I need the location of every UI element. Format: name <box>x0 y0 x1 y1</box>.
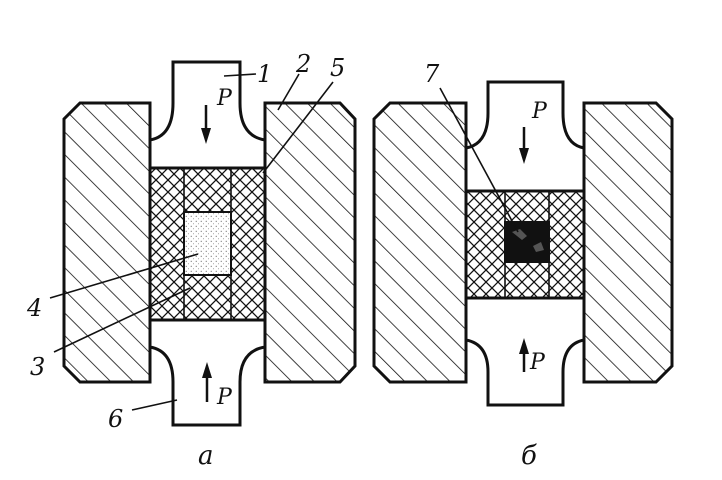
force-label-top-a: P <box>216 86 233 111</box>
leader-2 <box>277 73 300 111</box>
panel-a: P P 1 2 5 4 3 6 а <box>26 50 357 471</box>
force-arrow-top-a <box>201 105 211 144</box>
callout-1: 1 <box>257 60 272 88</box>
die-right-block-a <box>263 101 357 384</box>
core-b <box>504 221 550 263</box>
callout-6: 6 <box>108 405 123 433</box>
top-punch-a <box>148 60 267 170</box>
callout-3: 3 <box>30 353 45 381</box>
force-label-bottom-b: P <box>529 350 546 375</box>
callout-4: 4 <box>26 294 42 322</box>
leader-5 <box>262 81 334 174</box>
force-arrow-bottom-b <box>519 338 529 372</box>
force-arrow-bottom-a <box>202 362 212 402</box>
caption-a: а <box>198 441 214 471</box>
leader-3 <box>53 287 191 353</box>
panel-b: P P 7 б <box>372 60 674 471</box>
die-left-block-b <box>372 101 468 384</box>
leader-7 <box>439 87 519 233</box>
die-right-block-b <box>582 101 674 384</box>
leader-1 <box>223 73 257 77</box>
caption-b: б <box>521 441 537 471</box>
die-left-block-a <box>62 101 152 384</box>
force-label-bottom-a: P <box>216 385 233 410</box>
callout-5: 5 <box>330 54 345 82</box>
force-arrow-top-b <box>519 127 529 164</box>
callout-7: 7 <box>424 60 440 88</box>
callout-2: 2 <box>295 50 311 78</box>
leader-6 <box>131 399 178 411</box>
force-label-top-b: P <box>531 99 548 124</box>
leader-4 <box>49 253 199 299</box>
